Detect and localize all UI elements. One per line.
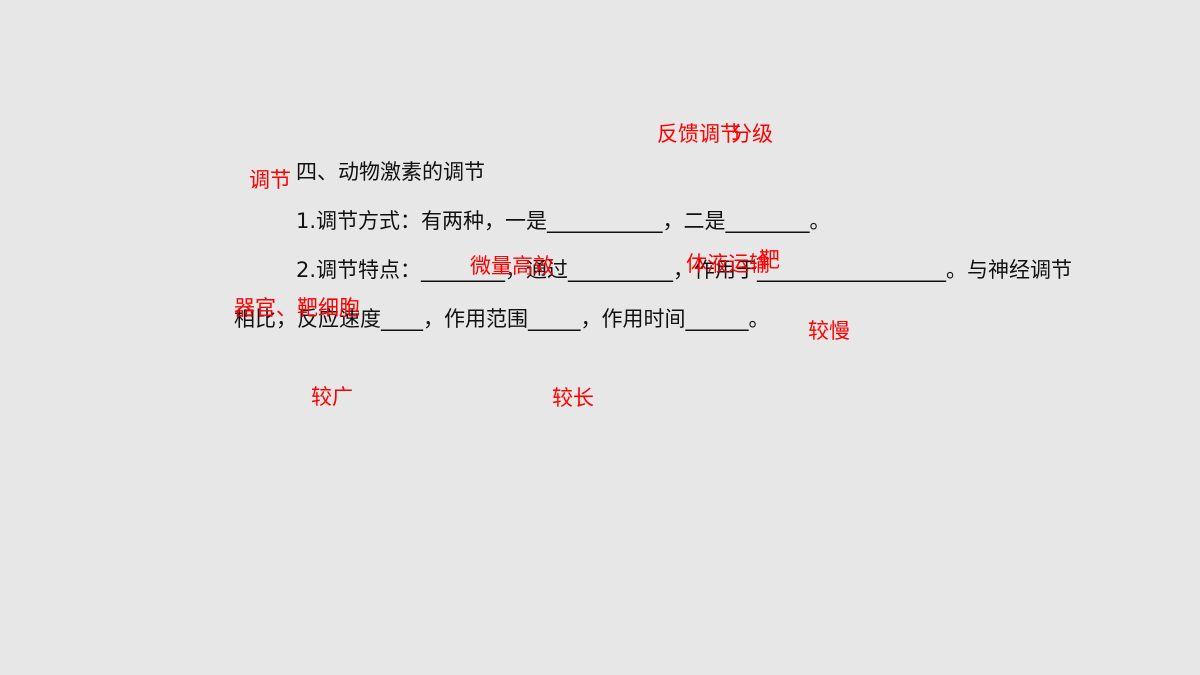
answer-feedback-regulation: 反馈调节 bbox=[657, 122, 741, 146]
text-line-regulation-modes: 1.调节方式：有两种，一是___________，二是________。 bbox=[296, 209, 831, 233]
answer-hierarchical: 分级 bbox=[731, 122, 773, 146]
answer-trace-efficient: 微量高效 bbox=[470, 254, 554, 278]
answer-slower: 较慢 bbox=[808, 319, 850, 343]
answer-wider: 较广 bbox=[311, 385, 353, 409]
answer-body-fluid-transport: 体液运输 bbox=[686, 252, 770, 276]
answer-longer: 较长 bbox=[552, 386, 594, 410]
text-line-comparison: 相比，反应速度____，作用范围_____，作用时间______。 bbox=[234, 307, 770, 331]
answer-target-organs-cells: 器官、靶细胞 bbox=[234, 296, 360, 320]
section-heading: 四、动物激素的调节 bbox=[296, 160, 485, 184]
answer-target: 靶 bbox=[759, 248, 780, 272]
text-line-regulation-features: 2.调节特点：________，通过__________，作用于________… bbox=[296, 258, 1073, 282]
answer-regulation: 调节 bbox=[249, 168, 291, 192]
